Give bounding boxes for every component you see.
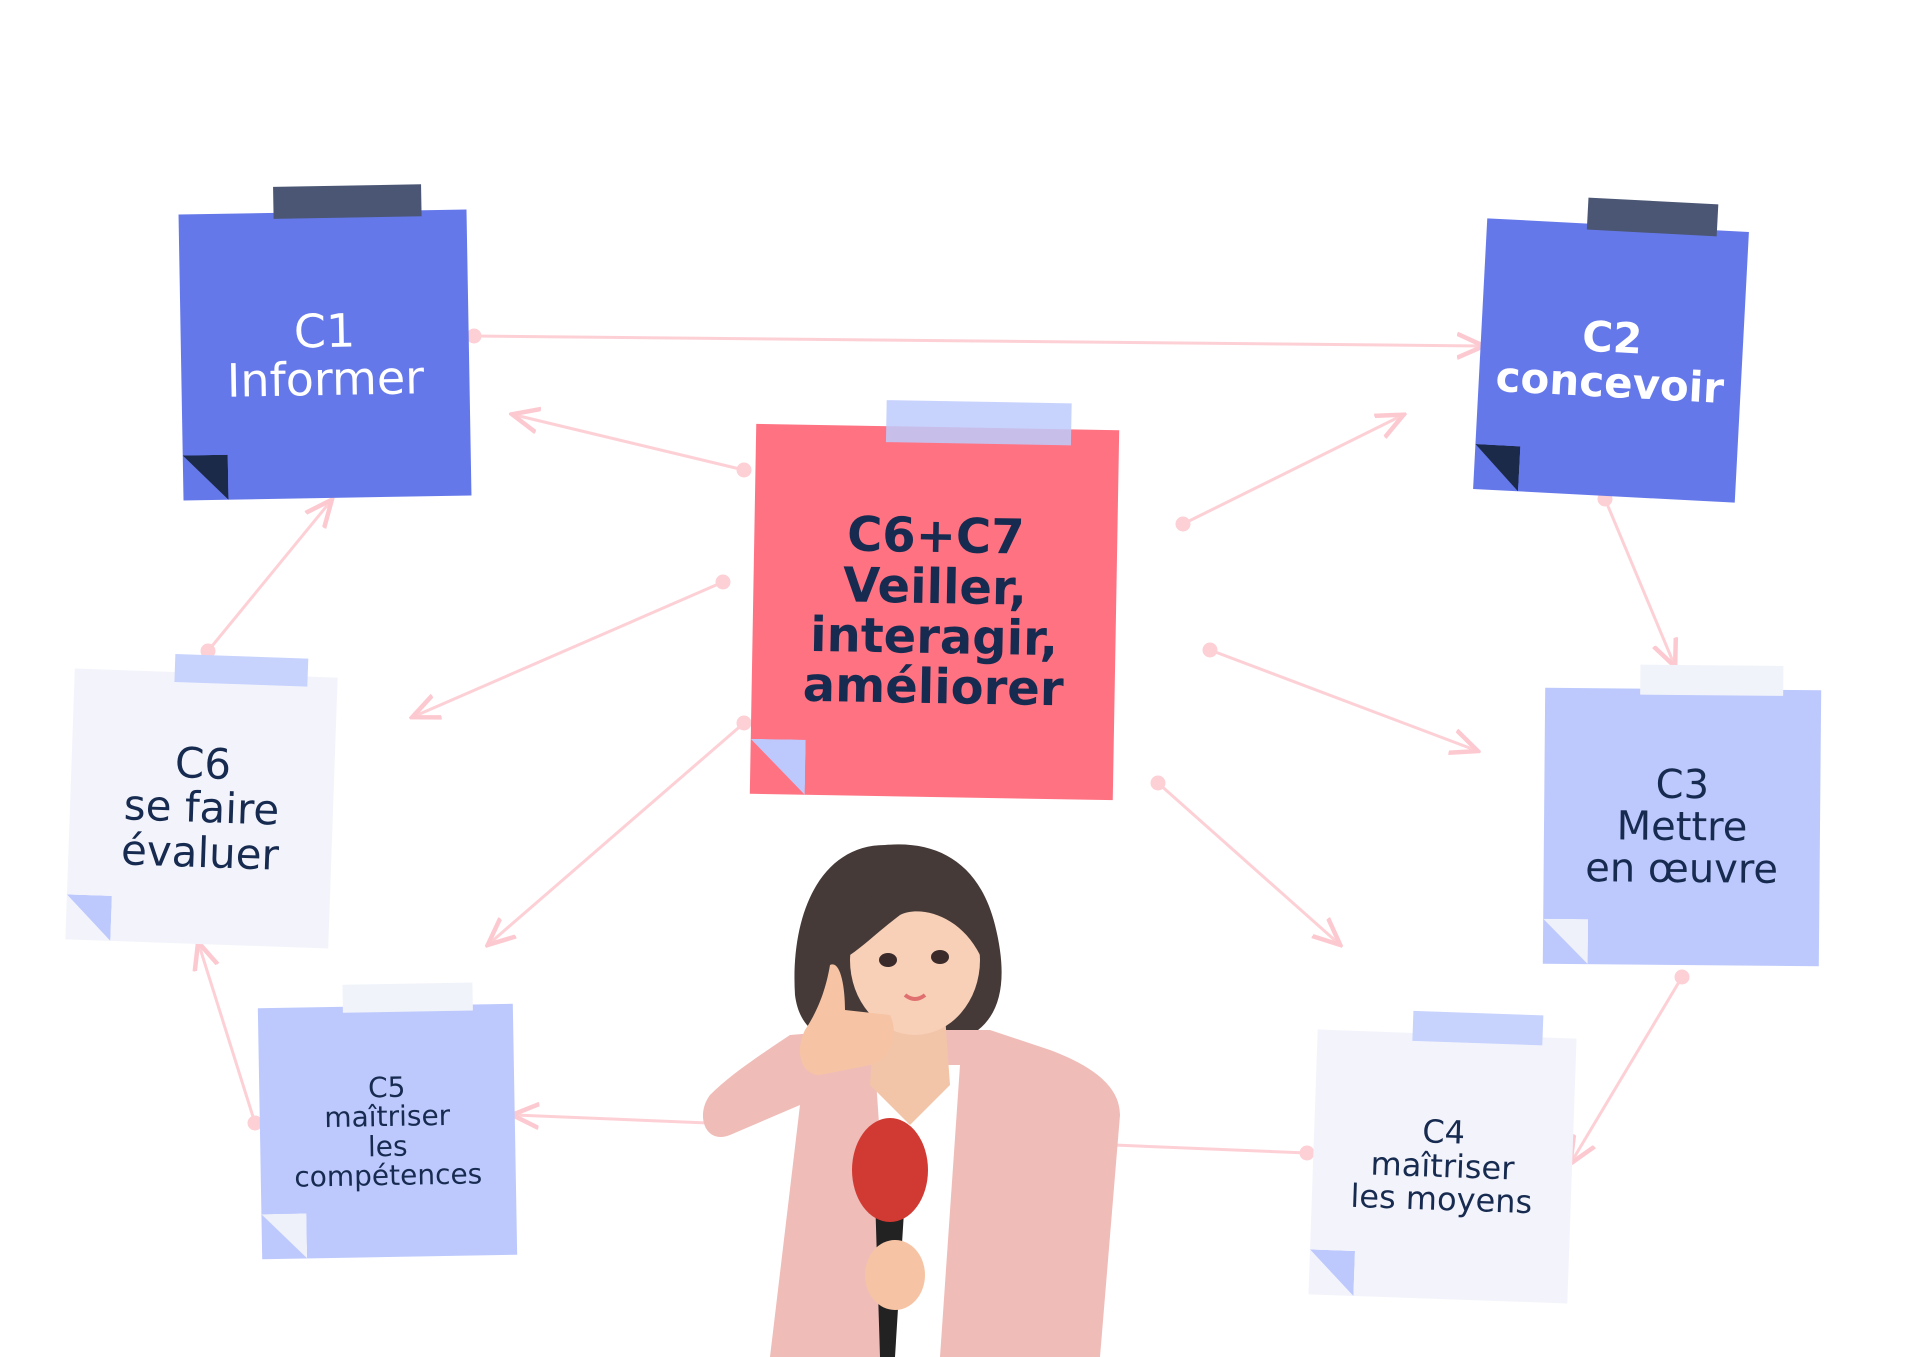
note-text: C4 maîtriser les moyens	[1349, 1112, 1533, 1222]
arrow-center-to-c3	[1209, 648, 1475, 750]
tape	[273, 184, 422, 219]
arrow-c5-to-c6	[199, 945, 257, 1124]
note-text: C6+C7 Veiller, interagir, améliorer	[802, 506, 1065, 718]
note-c2-concevoir: C2 concevoir	[1473, 197, 1749, 503]
folded-corner	[1543, 919, 1588, 964]
arrow-person-to-c5	[515, 1115, 733, 1124]
tape	[1640, 664, 1784, 696]
arrow-center-to-c4	[1157, 781, 1338, 943]
note-text: C3 Mettre en œuvre	[1585, 761, 1779, 893]
folded-corner	[65, 894, 112, 941]
eye-right	[931, 950, 949, 964]
thumbs-up-hand	[800, 964, 894, 1075]
arrow-c2-to-c3	[1603, 498, 1674, 664]
note-c6-se-faire-evaluer: C6 se faire évaluer	[65, 653, 338, 949]
note-c4-maitriser-moyens: C4 maîtriser les moyens	[1308, 1010, 1577, 1304]
note-c1-informer: C1 Informer	[178, 184, 472, 501]
tape	[1586, 197, 1719, 237]
note-c3-mettre-en-oeuvre: C3 Mettre en œuvre	[1542, 664, 1822, 967]
tape	[1412, 1010, 1544, 1046]
note-text: C1 Informer	[226, 303, 425, 408]
tape	[342, 982, 473, 1013]
arrow-center-to-c1	[515, 415, 745, 472]
note-text: C6 se faire évaluer	[120, 738, 281, 880]
note-text: C5 maîtriser les compétences	[294, 1070, 483, 1194]
mouth	[903, 993, 927, 1001]
arrow-c6-to-c1	[206, 502, 330, 652]
microphone-head	[852, 1118, 928, 1222]
hair-fringe	[850, 879, 981, 955]
arrow-center-to-c6	[415, 580, 724, 716]
holding-hand	[865, 1240, 925, 1310]
folded-corner	[261, 1213, 307, 1259]
arrow-c4-to-person	[1113, 1143, 1308, 1155]
arrow-center-to-c2	[1182, 416, 1401, 526]
note-text: C2 concevoir	[1494, 311, 1726, 413]
folded-corner	[750, 739, 806, 795]
note-c6-c7-center: C6+C7 Veiller, interagir, améliorer	[749, 400, 1120, 801]
folded-corner	[1308, 1249, 1355, 1296]
arrow-c3-to-c4	[1572, 976, 1684, 1161]
arrow-c1-to-c2	[473, 336, 1481, 346]
folded-corner	[1473, 444, 1520, 491]
arrow-center-to-c5	[490, 721, 745, 943]
tape	[885, 400, 1072, 446]
eye-left	[879, 953, 897, 967]
folded-corner	[183, 455, 229, 501]
tape	[174, 653, 309, 687]
reporter-illustration	[702, 844, 1120, 1357]
note-c5-maitriser-competences: C5 maîtriser les compétences	[257, 982, 518, 1260]
